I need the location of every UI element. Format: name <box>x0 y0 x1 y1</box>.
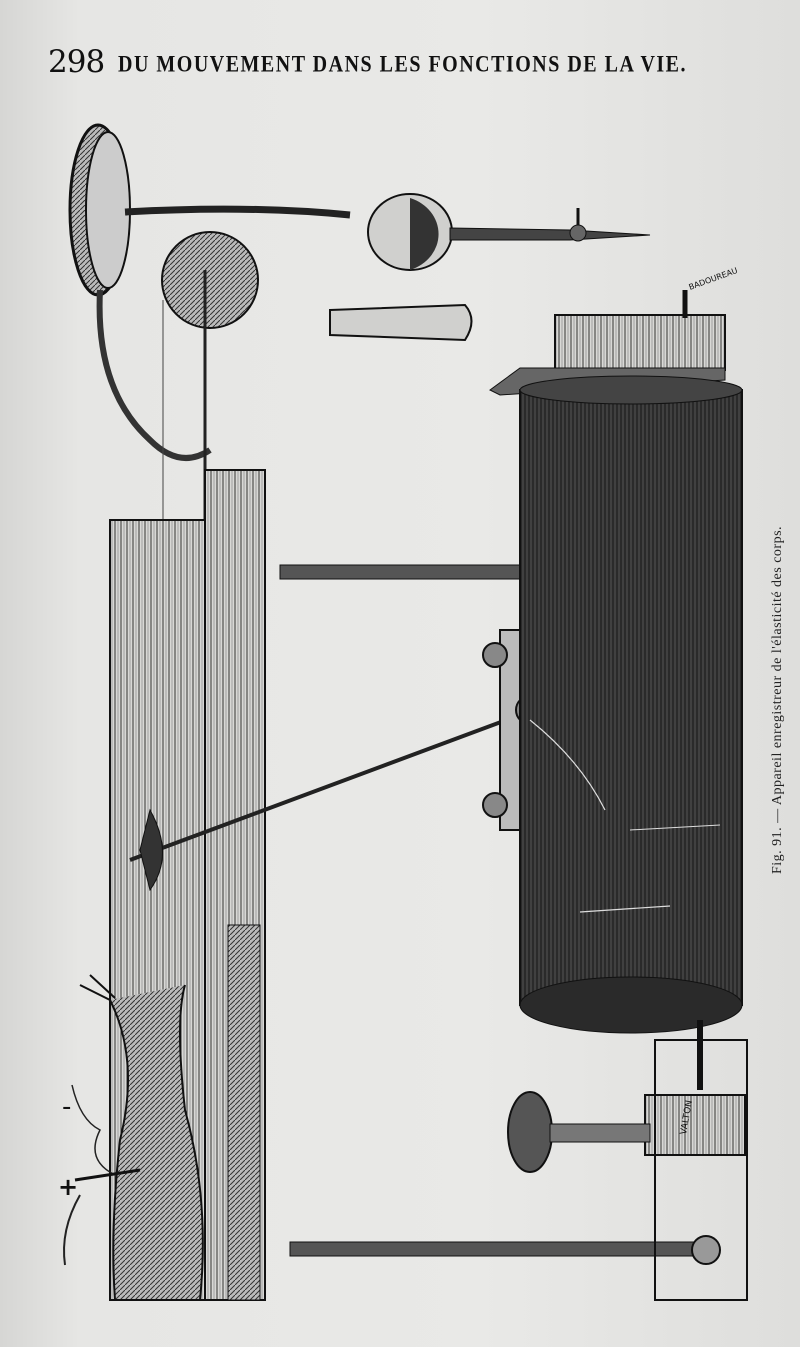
svg-text:BADOUREAU: BADOUREAU <box>688 266 739 292</box>
membrane-tambour <box>68 123 351 297</box>
figure-caption: Fig. 91. — Appareil enregistreur de l'él… <box>770 525 785 875</box>
page-header: 298 DU MOUVEMENT DANS LES FONCTIONS DE L… <box>48 44 768 84</box>
electrodes: - + <box>58 1084 141 1266</box>
glass-tube <box>329 303 473 342</box>
disc <box>161 231 259 329</box>
pulley <box>507 1091 553 1173</box>
svg-text:+: + <box>58 1173 78 1201</box>
svg-text:-: - <box>62 1092 71 1122</box>
recording-cylinder <box>519 375 743 1034</box>
page-number: 298 <box>48 44 105 80</box>
running-title: DU MOUVEMENT DANS LES FONCTIONS DE LA VI… <box>118 52 688 78</box>
frog-specimen <box>79 974 204 1301</box>
engraving-elasticity-recorder: - + BADOUREAU VALTON <box>58 123 748 1301</box>
recording-lever <box>129 698 561 862</box>
glass-bulb <box>367 193 651 271</box>
